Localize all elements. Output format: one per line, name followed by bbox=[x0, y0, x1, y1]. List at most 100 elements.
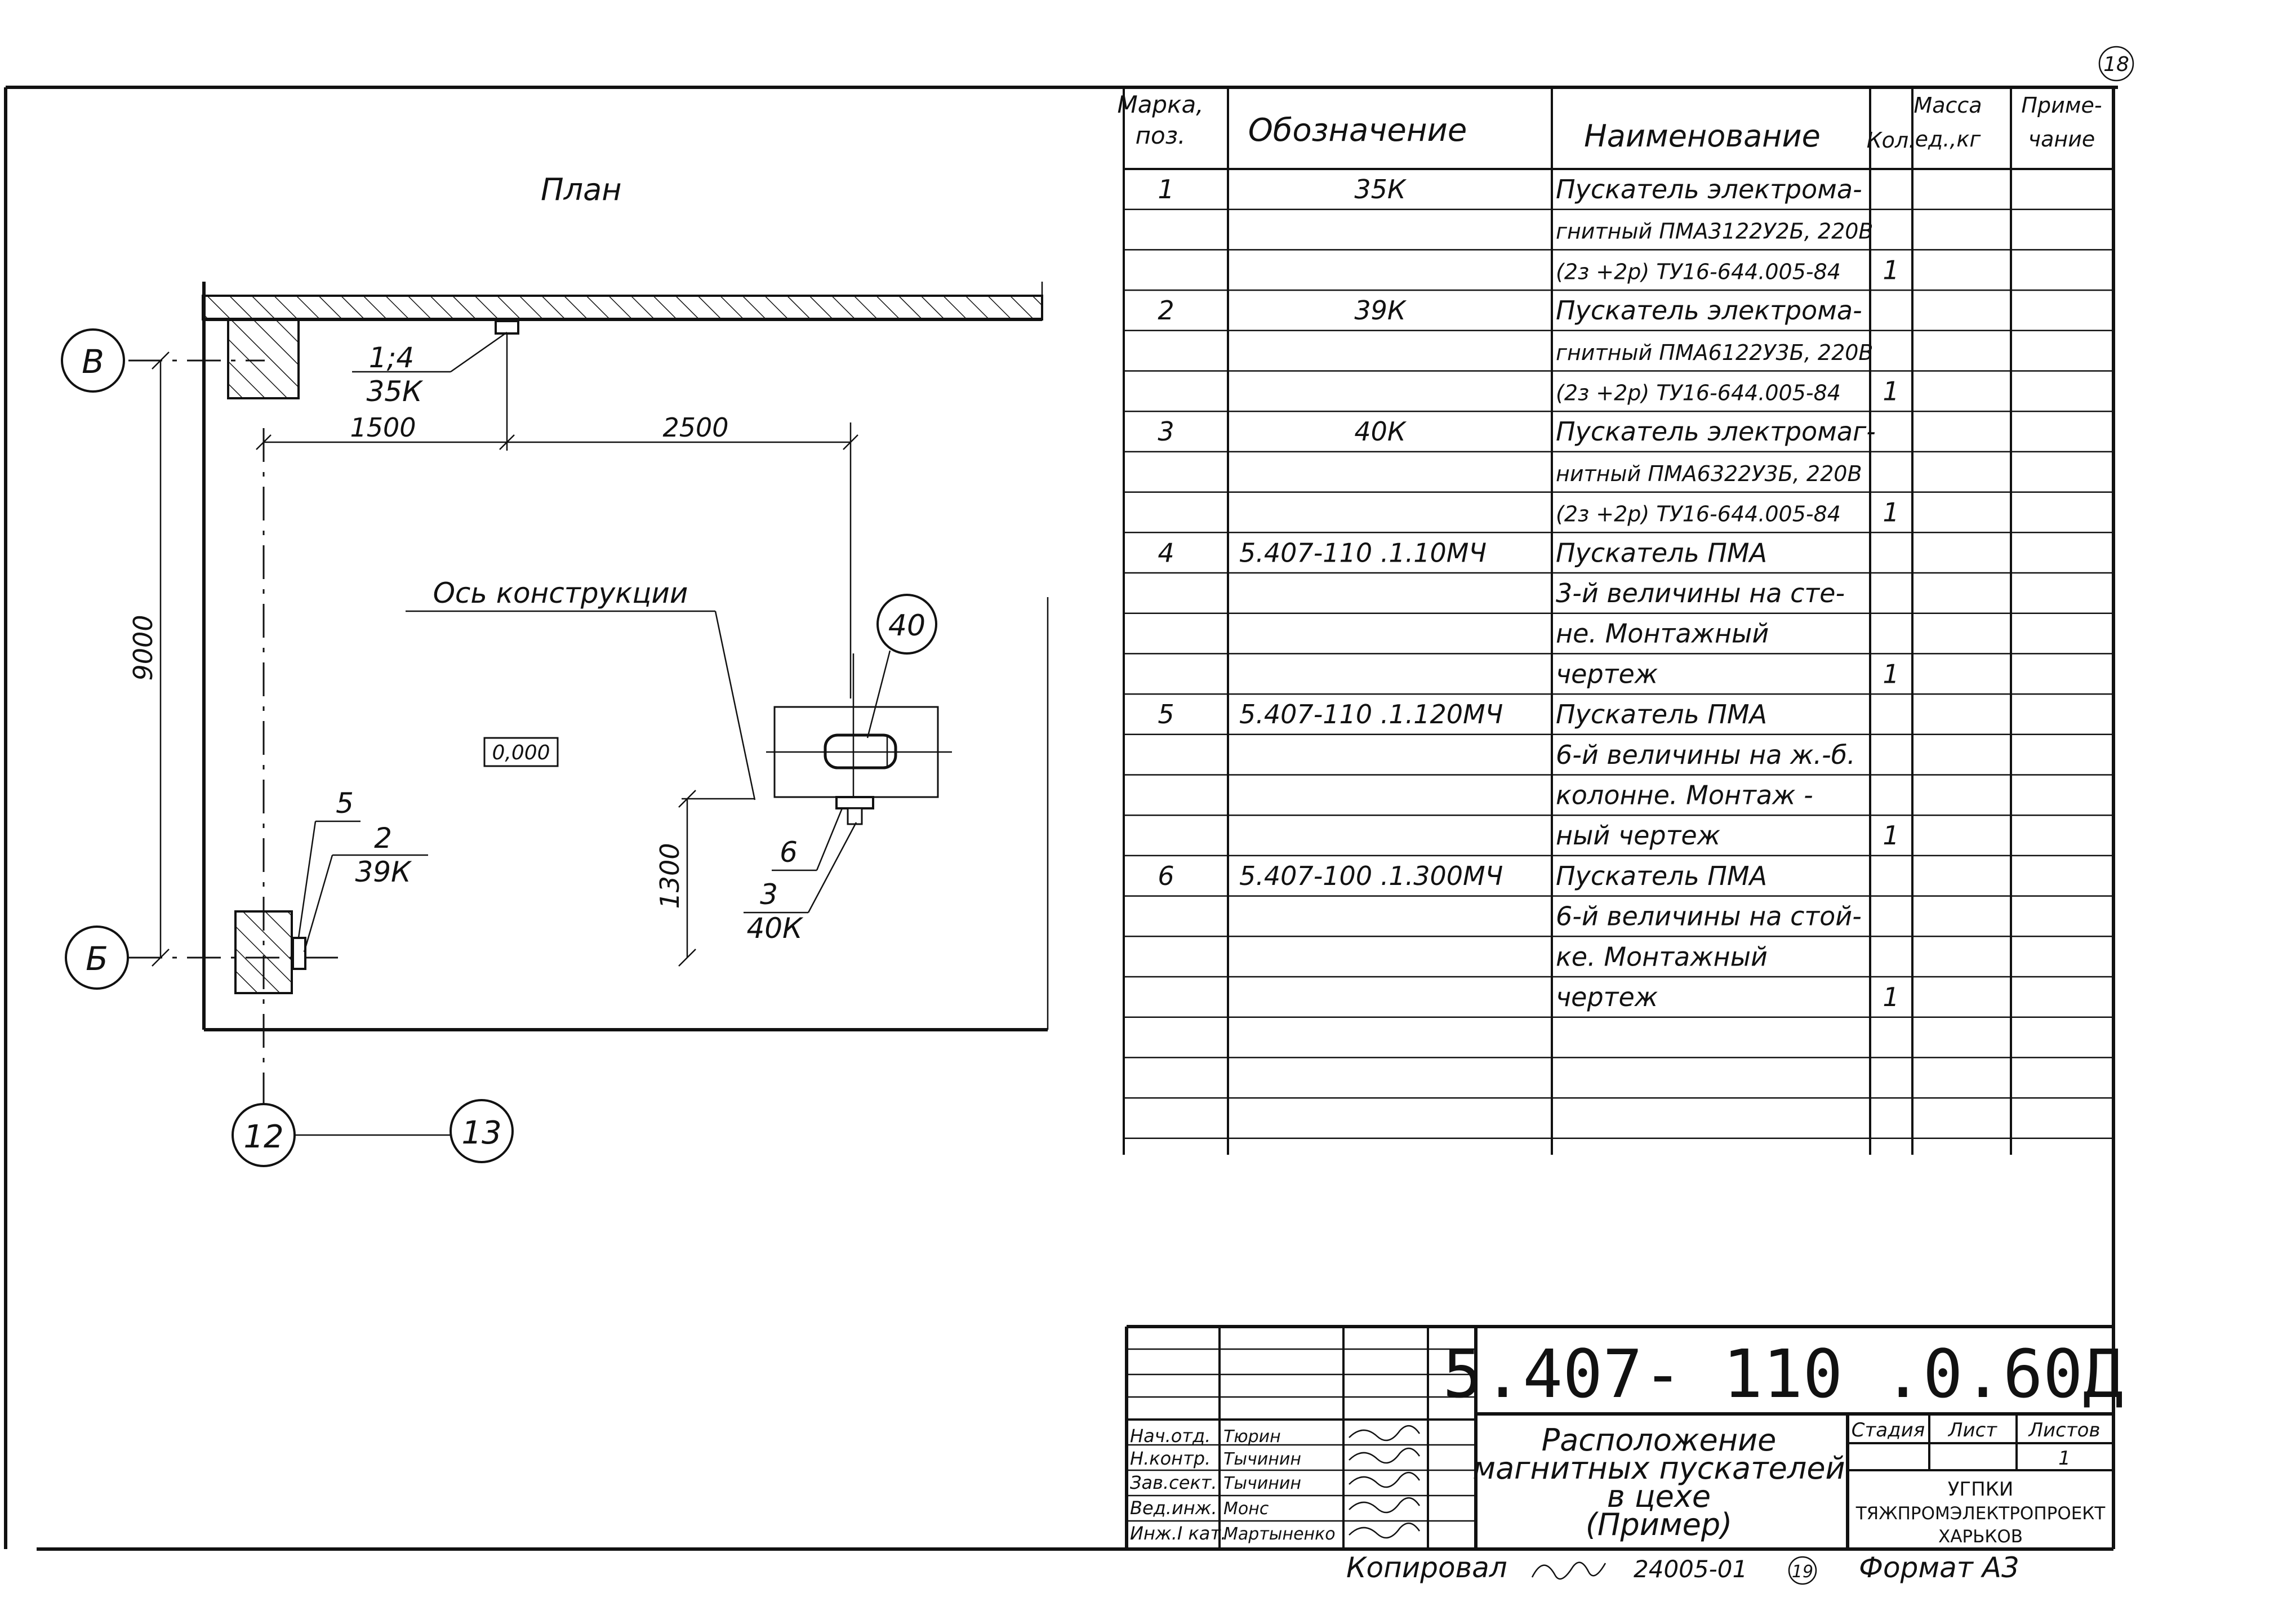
elevation-box bbox=[483, 737, 559, 767]
svg-text:В: В bbox=[82, 342, 104, 381]
stage-label: Стадия bbox=[1852, 1419, 1925, 1441]
sheet-label: Лист bbox=[1947, 1419, 1997, 1441]
elevation-mark: 0,000 bbox=[492, 741, 550, 764]
sheet-number: 18 bbox=[2098, 46, 2134, 82]
tb-role: Н.контр. bbox=[1130, 1448, 1211, 1469]
title-line-1: Расположение bbox=[1542, 1422, 1777, 1458]
tb-role: Зав.сект. bbox=[1130, 1472, 1217, 1493]
header-mass-1: Масса bbox=[1913, 93, 1982, 118]
spec-qty: 1 bbox=[1883, 659, 1899, 689]
tb-person: Тюрин bbox=[1223, 1427, 1281, 1447]
spec-qty: 1 bbox=[1883, 982, 1899, 1012]
spec-pos: 4 bbox=[1158, 537, 1174, 568]
tb-person: Тычинин bbox=[1223, 1449, 1301, 1469]
spec-pos: 3 bbox=[1158, 416, 1174, 447]
drawing-code: 5.407- 110 .0.60Д bbox=[1443, 1335, 2123, 1413]
tb-signature bbox=[1349, 1523, 1421, 1539]
spec-name-line: Пускатель электромаг- bbox=[1556, 416, 1876, 447]
svg-text:40: 40 bbox=[888, 609, 925, 643]
title-line-4: (Пример) bbox=[1586, 1507, 1732, 1542]
spec-qty: 1 bbox=[1883, 376, 1899, 407]
tb-person: Мартыненко bbox=[1223, 1524, 1336, 1544]
tb-person: Монс bbox=[1223, 1499, 1269, 1519]
spec-name-line: Пускатель электрома- bbox=[1556, 295, 1862, 326]
spec-name-line: 6-й величины на стой- bbox=[1556, 901, 1862, 932]
spec-pos: 1 bbox=[1158, 174, 1174, 204]
spec-name-line: Пускатель ПМА bbox=[1556, 861, 1767, 891]
header-designation: Обозначение bbox=[1248, 112, 1467, 149]
title-line-3: в цехе bbox=[1607, 1479, 1711, 1514]
axis-label: Ось конструкции bbox=[433, 577, 688, 609]
dim-1300: 1300 bbox=[655, 843, 685, 909]
spec-pos: 6 bbox=[1158, 861, 1174, 891]
spec-pos: 2 bbox=[1158, 295, 1174, 326]
spec-qty: 1 bbox=[1883, 255, 1899, 285]
svg-text:13: 13 bbox=[461, 1115, 501, 1151]
leader-2-bottom: 39К bbox=[355, 856, 412, 888]
spec-name-line: 3-й величины на сте- bbox=[1556, 578, 1845, 608]
axis-bubble-13: 13 bbox=[450, 1099, 514, 1163]
starter-1 bbox=[495, 320, 519, 335]
copied-signature bbox=[1531, 1561, 1607, 1580]
spec-name-line: нитный ПМА6322У3Б, 220В bbox=[1556, 461, 1862, 486]
tb-role: Нач.отд. bbox=[1130, 1425, 1211, 1447]
spec-name-line: Пускатель ПМА bbox=[1556, 699, 1767, 729]
dim-9000: 9000 bbox=[128, 615, 158, 680]
spec-name-line: 6-й величины на ж.-б. bbox=[1556, 740, 1855, 770]
sheets-label: Листов bbox=[2027, 1419, 2100, 1441]
spec-name-line: Пускатель ПМА bbox=[1556, 537, 1767, 568]
header-mass-2: ед.,кг bbox=[1915, 127, 1982, 152]
spec-designation: 39К bbox=[1354, 295, 1407, 326]
spec-qty: 1 bbox=[1883, 497, 1899, 528]
axis-bubble-12: 12 bbox=[232, 1103, 296, 1167]
leader-6: 6 bbox=[780, 836, 798, 869]
footer-copied: Копировал bbox=[1346, 1551, 1507, 1584]
spec-name-line: гнитный ПМА6122У3Б, 220В bbox=[1556, 340, 1874, 365]
title-block: Нач.отд.ТюринН.контр.ТычининЗав.сект.Тыч… bbox=[1125, 1325, 2123, 1549]
axis-bubble-lower: Б bbox=[65, 926, 129, 990]
axis-bubble-upper: В bbox=[61, 328, 125, 393]
plan-title: План bbox=[541, 172, 622, 207]
org-line-3: ХАРЬКОВ bbox=[1938, 1527, 2023, 1547]
spec-designation: 35К bbox=[1354, 174, 1407, 204]
leader-5: 5 bbox=[336, 787, 354, 820]
tb-signature bbox=[1349, 1497, 1421, 1514]
spec-name-line: колонне. Монтаж - bbox=[1556, 780, 1813, 811]
leader-1-top: 1;4 bbox=[369, 341, 414, 374]
plan-drawing: План В Б 12 13 bbox=[61, 172, 1049, 1167]
header-mark-1: Марка, bbox=[1117, 91, 1203, 118]
org-line-1: УГПКИ bbox=[1948, 1478, 2014, 1501]
spec-name-line: (2з +2р) ТУ16-644.005-84 bbox=[1556, 259, 1841, 284]
dim-1500: 1500 bbox=[350, 412, 416, 443]
spec-name-line: (2з +2р) ТУ16-644.005-84 bbox=[1556, 502, 1841, 527]
footer: Копировал 24005-01 19 Формат А3 bbox=[1346, 1551, 2019, 1585]
svg-text:Б: Б bbox=[86, 940, 108, 978]
spec-designation: 5.407-110 .1.10МЧ bbox=[1239, 537, 1487, 568]
spec-name-line: (2з +2р) ТУ16-644.005-84 bbox=[1556, 381, 1841, 406]
spec-designation: 5.407-110 .1.120МЧ bbox=[1239, 699, 1503, 729]
wall-hatched bbox=[202, 295, 1043, 321]
tb-role: Вед.инж. bbox=[1130, 1497, 1217, 1519]
header-qty: Кол. bbox=[1867, 128, 1916, 153]
tb-signature bbox=[1349, 1448, 1421, 1464]
spec-name-line: ке. Монтажный bbox=[1556, 941, 1768, 972]
tb-person: Тычинин bbox=[1223, 1474, 1301, 1493]
spec-pos: 5 bbox=[1158, 699, 1174, 729]
bubble-40: 40 bbox=[876, 594, 937, 655]
footer-format: Формат А3 bbox=[1859, 1551, 2019, 1584]
starter-2 bbox=[292, 937, 306, 970]
tb-signature bbox=[1349, 1472, 1421, 1488]
header-mark-2: поз. bbox=[1136, 122, 1186, 149]
spec-name-line: не. Монтажный bbox=[1556, 619, 1769, 649]
dim-2500: 2500 bbox=[662, 412, 728, 443]
svg-text:18: 18 bbox=[2103, 53, 2129, 76]
title-line-2: магнитных пускателей bbox=[1472, 1451, 1845, 1486]
org-line-2: ТЯЖПРОМЭЛЕКТРОПРОЕКТ bbox=[1855, 1503, 2106, 1524]
spec-designation: 40К bbox=[1354, 416, 1407, 447]
tb-role: Инж.I кат. bbox=[1130, 1523, 1226, 1544]
leader-3-bottom: 40К bbox=[746, 912, 804, 945]
spec-name-line: ный чертеж bbox=[1556, 820, 1721, 851]
leader-3-top: 3 bbox=[760, 878, 778, 911]
header-note-2: чание bbox=[2028, 127, 2095, 152]
spec-name-line: гнитный ПМА3122У2Б, 220В bbox=[1556, 219, 1874, 244]
